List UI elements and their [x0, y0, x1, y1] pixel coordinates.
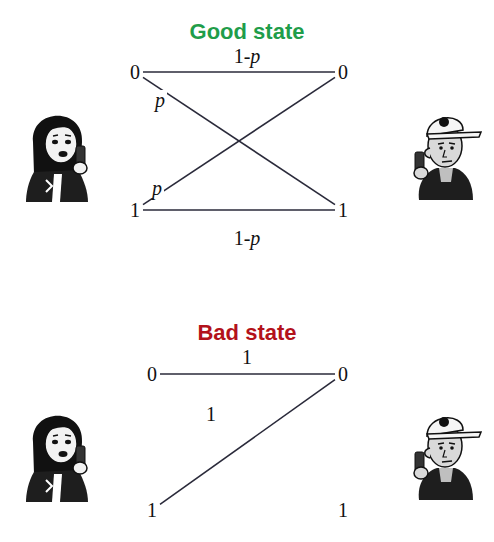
- woman-figure: [26, 416, 88, 502]
- math-glyph: 1: [206, 403, 216, 425]
- math-glyph: p: [152, 177, 162, 199]
- math-glyph: -: [244, 227, 251, 249]
- transition-line: [143, 71, 335, 73]
- channel-symbol: 0: [335, 60, 351, 84]
- math-glyph: 1: [234, 45, 244, 67]
- transition-line: [160, 380, 335, 505]
- channel-symbol: 1: [127, 198, 143, 222]
- transition-probability: 1-p: [232, 228, 263, 248]
- symbol-value: 1: [338, 199, 348, 221]
- channel-symbol: 1: [144, 498, 160, 522]
- transition-probability: p: [153, 90, 167, 110]
- woman-figure: [26, 116, 88, 202]
- math-glyph: p: [250, 227, 260, 249]
- channel-symbol: 1: [335, 498, 351, 522]
- math-glyph: 1: [242, 346, 252, 368]
- symbol-value: 1: [338, 499, 348, 521]
- channel-symbol: 0: [144, 362, 160, 386]
- channel-symbol: 1: [335, 198, 351, 222]
- channel-symbol: 0: [335, 362, 351, 386]
- math-glyph: -: [244, 45, 251, 67]
- man-figure: [414, 417, 481, 500]
- transition-probability: 1: [240, 347, 254, 367]
- transition-line: [143, 209, 335, 211]
- transition-probability: 1-p: [232, 46, 263, 66]
- symbol-value: 0: [147, 363, 157, 385]
- symbol-value: 1: [130, 199, 140, 221]
- math-glyph: 1: [234, 227, 244, 249]
- transition-line: [143, 77, 335, 204]
- symbol-value: 0: [338, 61, 348, 83]
- man-figure: [414, 117, 481, 200]
- transition-probability: 1: [204, 404, 218, 424]
- transition-line: [160, 373, 335, 375]
- state-heading: Bad state: [197, 320, 296, 346]
- channel-symbol: 0: [127, 60, 143, 84]
- symbol-value: 1: [147, 499, 157, 521]
- symbol-value: 0: [338, 363, 348, 385]
- transition-probability: p: [150, 178, 164, 198]
- state-heading: Good state: [190, 19, 305, 45]
- symbol-value: 0: [130, 61, 140, 83]
- math-glyph: p: [250, 45, 260, 67]
- transition-line: [143, 77, 335, 204]
- math-glyph: p: [155, 89, 165, 111]
